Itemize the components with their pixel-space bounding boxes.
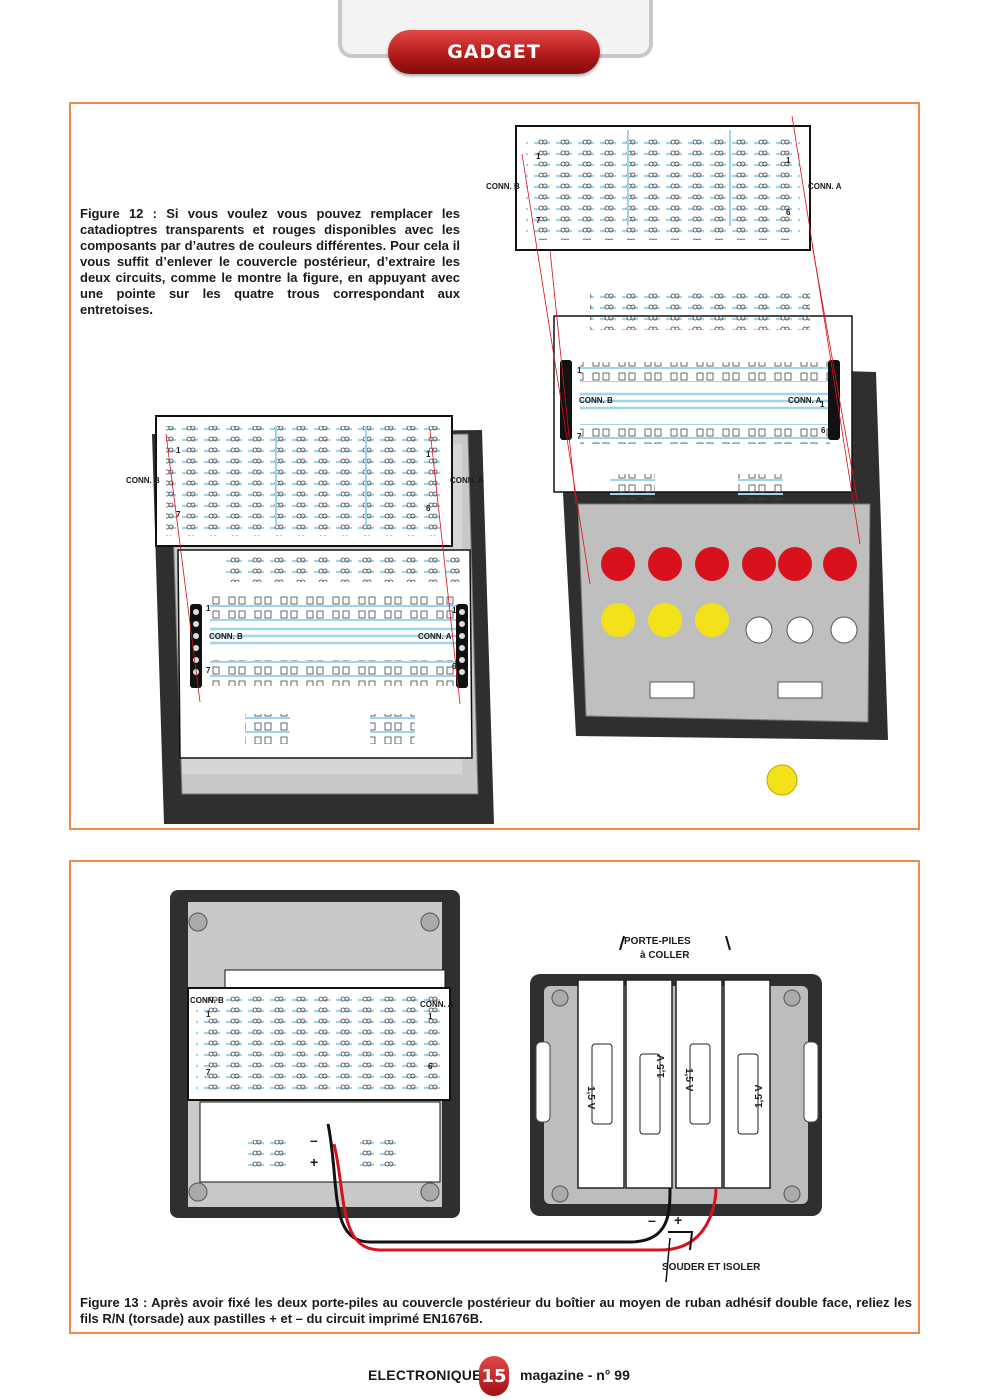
red-leds <box>601 547 857 581</box>
footer-magazine-right: magazine - n° 99 <box>520 1367 630 1383</box>
fig12-conn-a-label-low-left: CONN. A <box>418 632 452 641</box>
battery-label-2: 1,5 V <box>656 1054 667 1078</box>
left-top-board <box>155 415 453 547</box>
fig13-pin-6: 6 <box>428 1062 433 1071</box>
fig13-conn-b-label: CONN. B <box>190 996 224 1005</box>
fig13-pcb-minus: – <box>310 1132 318 1148</box>
fig12-conn-a-label-mid-right: CONN. A <box>788 396 822 405</box>
fig12-pin-1-c: 1 <box>577 366 582 375</box>
right-top-board <box>515 125 811 251</box>
fig13-conn-a-label: CONN. A <box>420 1000 454 1009</box>
fig13-left-case <box>170 890 460 1218</box>
fig12-pin-6-a: 6 <box>786 208 791 217</box>
fig12-pin-6-b: 6 <box>821 426 826 435</box>
fig12-pin-7-b: 7 <box>577 432 582 441</box>
fig13-pin-1-b: 1 <box>428 1012 433 1021</box>
footer: ELECTRONIQUE 15 magazine - n° 99 <box>0 1355 989 1396</box>
fig12-pin-1-f: 1 <box>426 450 431 459</box>
fig13-pin-1-a: 1 <box>206 1010 211 1019</box>
fig12-conn-a-label-top-left: CONN. A <box>450 476 484 485</box>
battery-label-4: 1,5 V <box>754 1084 765 1108</box>
fig12-pin-1-b: 1 <box>786 156 791 165</box>
section-label: GADGET <box>447 41 541 63</box>
fig12-conn-a-label-top-right: CONN. A <box>808 182 842 191</box>
fig13-holder-label-2: à COLLER <box>640 950 690 961</box>
fig12-pin-1-e: 1 <box>176 446 181 455</box>
fig12-pin-6-d: 6 <box>452 662 457 671</box>
page-number-badge: 15 <box>479 1356 509 1396</box>
battery-label-1: 1,5 V <box>585 1086 596 1110</box>
battery-label-3: 1,5 V <box>683 1068 694 1092</box>
fig12-pin-7-a: 7 <box>536 216 541 225</box>
footer-magazine-left: ELECTRONIQUE <box>368 1367 482 1383</box>
figure-13-frame <box>69 860 920 1334</box>
fig13-battery-tray <box>530 974 822 1216</box>
fig12-pin-1-a: 1 <box>536 152 541 161</box>
section-badge: GADGET <box>388 30 600 74</box>
figure-13-caption: Figure 13 : Après avoir fixé les deux po… <box>80 1295 912 1326</box>
page-number: 15 <box>481 1365 507 1387</box>
fig12-pin-1-h: 1 <box>452 606 457 615</box>
fig13-wire-minus: – <box>648 1212 656 1228</box>
fig12-conn-b-label-mid-right: CONN. B <box>579 396 613 405</box>
yellow-leds <box>601 603 729 637</box>
fig12-pin-7-d: 7 <box>206 666 211 675</box>
fig13-holder-label-1: PORTE-PILES <box>624 936 691 947</box>
figure-12-illustration <box>152 115 888 824</box>
left-lower-board <box>177 549 473 759</box>
fig12-conn-b-label-top-left: CONN. B <box>126 476 160 485</box>
figure-12-frame <box>69 102 920 830</box>
fig12-pin-1-d: 1 <box>820 400 825 409</box>
fig13-wire-plus: + <box>674 1212 683 1228</box>
figure-12-caption: Figure 12 : Si vous voulez vous pouvez r… <box>80 206 460 317</box>
fig13-solder-label: SOUDER ET ISOLER <box>662 1262 761 1273</box>
fig12-pin-7-c: 7 <box>176 510 181 519</box>
fig13-pcb-plus: + <box>310 1154 319 1170</box>
fig12-pin-1-g: 1 <box>206 604 211 613</box>
fig13-wires <box>326 1123 718 1252</box>
fig13-pin-7: 7 <box>206 1068 211 1077</box>
fig12-conn-b-label-top-right: CONN. B <box>486 182 520 191</box>
right-lower-board <box>553 290 853 500</box>
figure-13-illustration <box>170 890 822 1283</box>
fig12-conn-b-label-low-left: CONN. B <box>209 632 243 641</box>
fig12-pin-6-c: 6 <box>426 504 431 513</box>
